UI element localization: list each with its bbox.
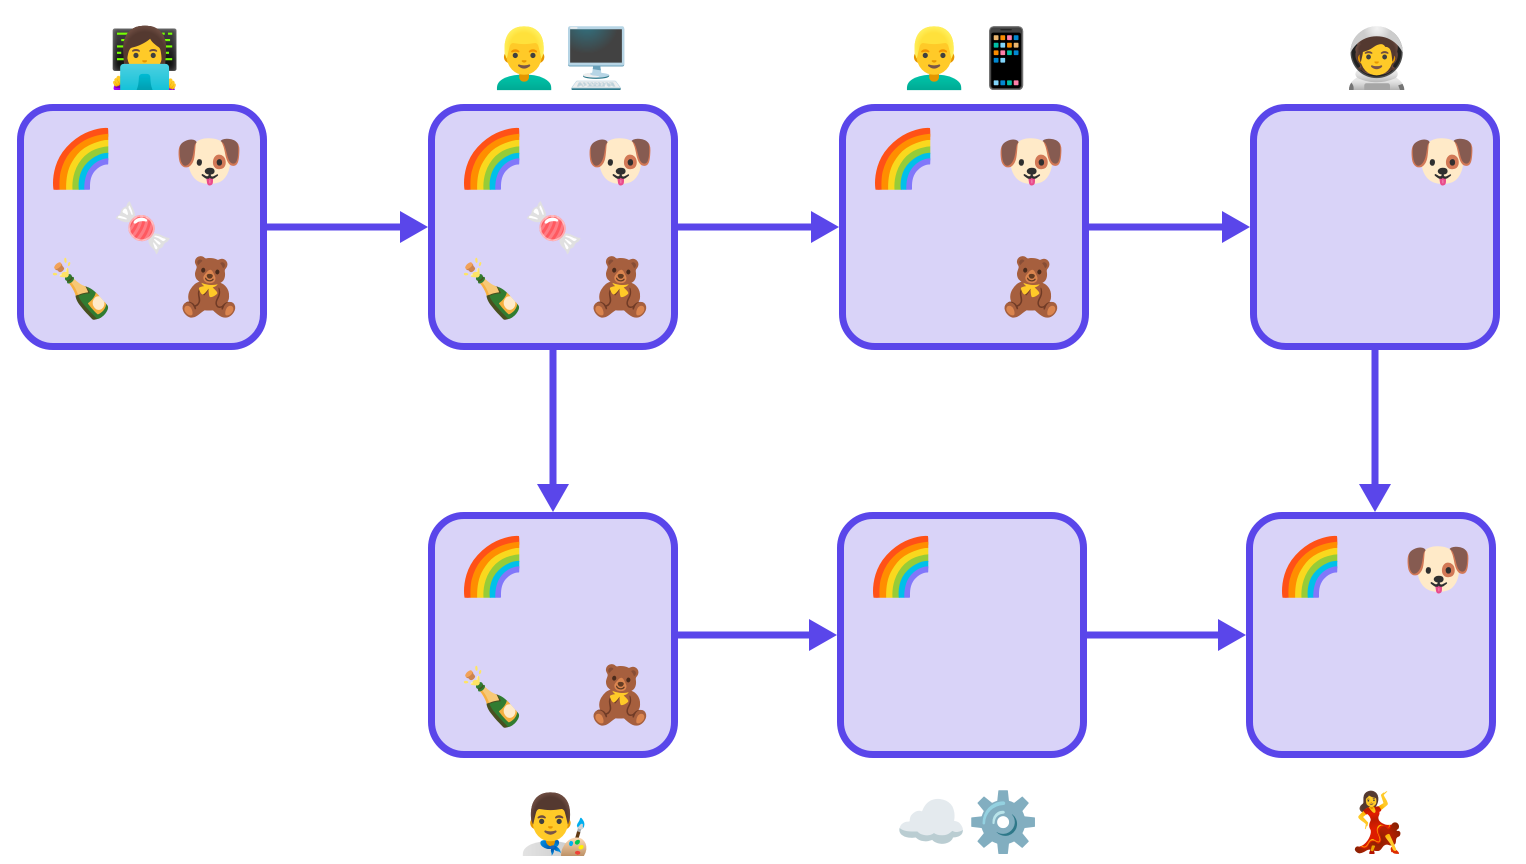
state-box-1: 🌈 🐶 🍬 🍾 🧸 [17, 104, 267, 350]
dog-icon: 🐶 [585, 129, 655, 194]
actor-n7: 💃 [1334, 786, 1420, 858]
actor-n1: 👩‍💻 [102, 22, 188, 94]
man-icon: 👱‍♂️ [488, 24, 561, 92]
state-box-5: 🌈 🍾 🧸 [428, 512, 678, 758]
artist-icon: 👨‍🎨 [518, 790, 592, 858]
cloud-icon: ☁️ [895, 788, 968, 856]
actor-n4: 🧑‍🚀 [1334, 22, 1420, 94]
teddy-bear-icon: 🧸 [585, 663, 655, 728]
astronaut-icon: 🧑‍🚀 [1340, 24, 1414, 92]
dog-icon: 🐶 [996, 129, 1066, 194]
rainbow-icon: 🌈 [46, 127, 116, 192]
man-icon: 👱‍♂️ [898, 24, 971, 92]
arrowhead-n5-n6 [809, 619, 837, 651]
arrowhead-n1-n2 [400, 211, 428, 243]
arrowhead-n2-n3 [811, 211, 839, 243]
champagne-icon: 🍾 [457, 257, 527, 322]
teddy-bear-icon: 🧸 [996, 255, 1066, 320]
candy-icon: 🍬 [524, 200, 584, 256]
actor-n3: 👱‍♂️📱 [898, 22, 1042, 94]
arrowhead-n2-n5 [537, 484, 569, 512]
rainbow-icon: 🌈 [457, 535, 527, 600]
state-box-2: 🌈 🐶 🍬 🍾 🧸 [428, 104, 678, 350]
actor-n5: 👨‍🎨 [512, 788, 598, 860]
champagne-icon: 🍾 [457, 665, 527, 730]
actor-n2: 👱‍♂️🖥️ [488, 22, 632, 94]
teddy-bear-icon: 🧸 [174, 255, 244, 320]
state-box-3: 🌈 🐶 🧸 [839, 104, 1089, 350]
champagne-icon: 🍾 [46, 257, 116, 322]
dog-icon: 🐶 [1403, 537, 1473, 602]
dancer-icon: 💃 [1340, 788, 1414, 856]
arrowhead-n6-n7 [1218, 619, 1246, 651]
dog-icon: 🐶 [1407, 129, 1477, 194]
teddy-bear-icon: 🧸 [585, 255, 655, 320]
rainbow-icon: 🌈 [457, 127, 527, 192]
arrowhead-n3-n4 [1222, 211, 1250, 243]
woman-technologist-icon: 👩‍💻 [108, 24, 182, 92]
arrowhead-n4-n7 [1359, 484, 1391, 512]
state-box-7: 🌈 🐶 [1246, 512, 1496, 758]
rainbow-icon: 🌈 [866, 535, 936, 600]
state-box-4: 🐶 [1250, 104, 1500, 350]
candy-icon: 🍬 [113, 200, 173, 256]
dog-icon: 🐶 [174, 129, 244, 194]
mobile-phone-icon: 📱 [970, 24, 1043, 92]
gear-icon: ⚙️ [967, 788, 1040, 856]
actor-n6: ☁️⚙️ [895, 786, 1039, 858]
desktop-computer-icon: 🖥️ [560, 24, 633, 92]
rainbow-icon: 🌈 [1275, 535, 1345, 600]
rainbow-icon: 🌈 [868, 127, 938, 192]
state-box-6: 🌈 [837, 512, 1087, 758]
